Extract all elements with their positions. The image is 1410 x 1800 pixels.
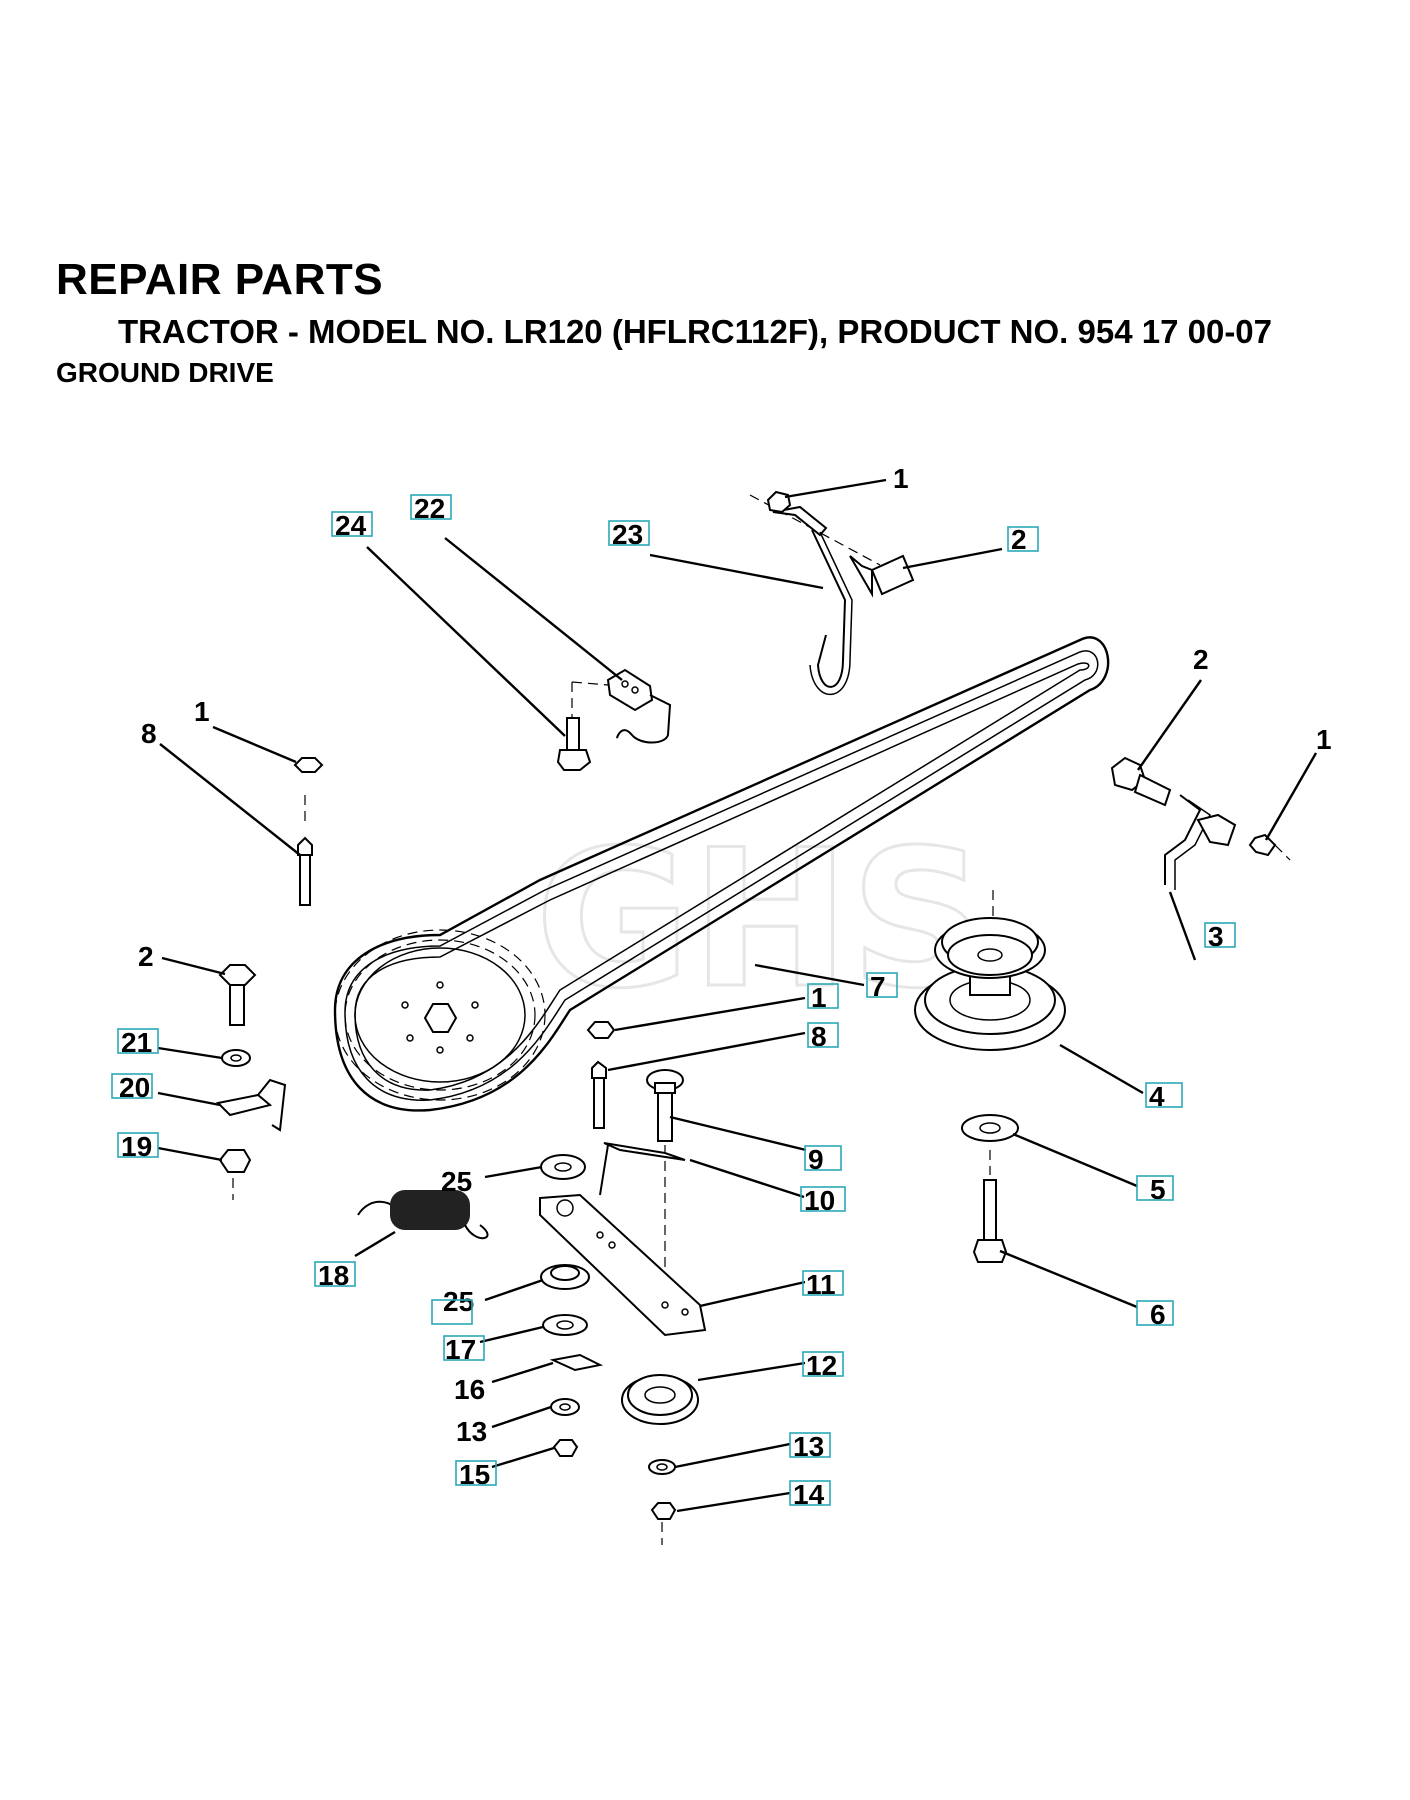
callout-1: 1: [893, 463, 909, 494]
nut-15: [552, 1439, 579, 1457]
idler-bracket-23: [749, 490, 915, 696]
section-title: GROUND DRIVE: [56, 357, 274, 388]
page-title: REPAIR PARTS: [56, 255, 384, 304]
callout-8: 8: [811, 1021, 827, 1052]
drive-belt: [333, 636, 1110, 1112]
callout-8: 8: [141, 718, 157, 749]
engine-pulley: [914, 890, 1066, 1051]
callout-16: 16: [454, 1374, 485, 1405]
leader-lines: [157, 478, 1318, 1513]
callout-4: 4: [1149, 1081, 1165, 1112]
bolt-8-center: [591, 1060, 607, 1129]
callout-1: 1: [1316, 724, 1332, 755]
callout-3: 3: [1208, 921, 1224, 952]
nut-bolt-left: [293, 757, 324, 906]
carriage-bolt-9: [646, 1069, 684, 1330]
model-subtitle: TRACTOR - MODEL NO. LR120 (HFLRC112F), P…: [118, 313, 1273, 350]
nut-1-center: [586, 1021, 616, 1039]
washer-5: [961, 1114, 1019, 1142]
callout-1: 1: [194, 696, 210, 727]
callout-25: 25: [443, 1286, 474, 1317]
spacer-25-bottom: [540, 1264, 590, 1290]
callout-highlight-boxes: [111, 494, 1236, 1506]
bolt-6: [972, 1150, 1008, 1263]
idler-pulley-12: [621, 1374, 699, 1425]
washer-13-left: [550, 1398, 580, 1416]
nut-19: [218, 1149, 252, 1200]
bracket-10: [599, 1142, 686, 1196]
callout-2: 2: [1193, 644, 1209, 675]
bracket-20: [215, 1078, 287, 1132]
bolt-2-left: [218, 964, 257, 1026]
bracket-22: [556, 668, 672, 771]
idler-arm-11: [539, 1193, 707, 1337]
washer-17: [542, 1314, 588, 1336]
spacer-25-top: [540, 1154, 586, 1180]
bracket-3: [1110, 756, 1291, 890]
callout-5: 5: [1150, 1174, 1166, 1205]
callout-2: 2: [1011, 524, 1027, 555]
washer-13-right: [648, 1459, 676, 1475]
nut-14: [650, 1502, 677, 1545]
callout-25: 25: [441, 1166, 472, 1197]
callout-2: 2: [138, 941, 154, 972]
clip-16: [549, 1353, 604, 1372]
spring-18: [357, 1190, 489, 1240]
callout-1: 1: [811, 982, 827, 1013]
callout-7: 7: [870, 971, 886, 1002]
callout-13: 13: [456, 1416, 487, 1447]
watermark-logo: GHS: [535, 809, 987, 1030]
callout-6: 6: [1150, 1299, 1166, 1330]
washer-21: [221, 1049, 251, 1067]
callout-9: 9: [808, 1144, 824, 1175]
